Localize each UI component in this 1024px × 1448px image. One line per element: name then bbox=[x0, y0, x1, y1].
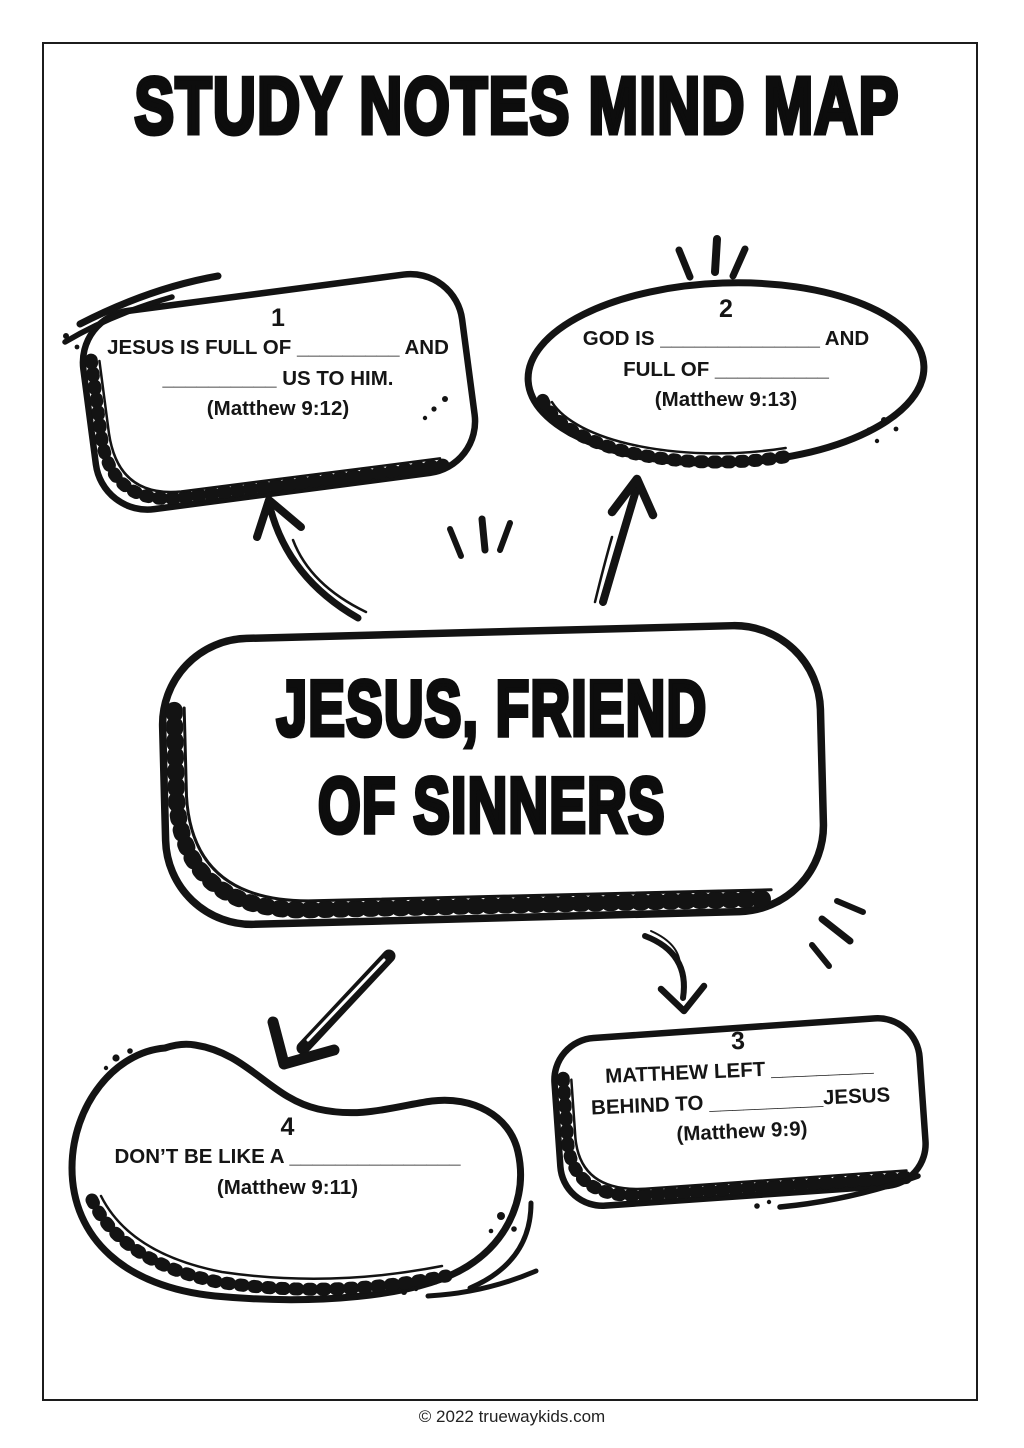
echo-line-node-1 bbox=[62, 294, 175, 345]
node-2-line: GOD IS ______________ AND bbox=[582, 327, 870, 350]
node-4-text: 4 DON’T BE LIKE A _______________ (Matth… bbox=[95, 1112, 480, 1203]
echo-arc-node-4 bbox=[467, 1200, 534, 1291]
decorative-dots-node-1 bbox=[63, 333, 448, 421]
arrow-to-node-4 bbox=[267, 949, 396, 1070]
node-4-reference: (Matthew 9:11) bbox=[216, 1175, 359, 1199]
page-border-frame bbox=[42, 42, 978, 1401]
node-1-bubble bbox=[79, 270, 479, 513]
node-4-number: 4 bbox=[280, 1113, 295, 1141]
decorative-dots-node-4 bbox=[103, 1048, 517, 1295]
node-2-number: 2 bbox=[719, 295, 733, 323]
node-2-bubble bbox=[524, 279, 928, 469]
arrow-to-node-3 bbox=[642, 930, 708, 1015]
node-1-reference: (Matthew 9:12) bbox=[206, 397, 350, 420]
node-4-hatch bbox=[85, 1193, 453, 1296]
center-topic-text: JESUS, FRIEND OF SINNERS bbox=[182, 660, 802, 854]
node-1-text: 1 JESUS IS FULL OF _________ AND _______… bbox=[85, 303, 471, 425]
underline-swoosh-node-3 bbox=[777, 1173, 921, 1210]
node-2-reference: (Matthew 9:13) bbox=[654, 388, 798, 411]
center-topic-line: OF SINNERS bbox=[316, 759, 666, 852]
arrow-to-node-2 bbox=[593, 474, 658, 606]
node-3-bubble bbox=[551, 1015, 929, 1209]
underline-swoosh-node-4 bbox=[425, 1268, 539, 1299]
center-bubble bbox=[158, 621, 828, 929]
node-4-line: DON’T BE LIKE A _______________ bbox=[114, 1145, 461, 1168]
sparkle-marks-center-top bbox=[447, 515, 513, 559]
node-4-hatch-inner-line bbox=[99, 1194, 444, 1280]
node-1-line: __________ US TO HIM. bbox=[162, 366, 394, 390]
arrow-to-node-1 bbox=[253, 496, 368, 622]
sparkle-marks-node-2 bbox=[675, 235, 749, 281]
node-3-text: 3 MATTHEW LEFT _________ BEHIND TO _____… bbox=[556, 1018, 925, 1155]
node-2-hatch bbox=[536, 393, 798, 469]
node-2-line: FULL OF __________ bbox=[623, 357, 829, 381]
sparkle-marks-center-right bbox=[809, 898, 866, 969]
page-title-text: STUDY NOTES MIND MAP bbox=[133, 61, 900, 150]
node-1-hatch bbox=[84, 353, 450, 505]
page-title: STUDY NOTES MIND MAP bbox=[0, 61, 1024, 150]
node-1-number: 1 bbox=[271, 304, 285, 332]
node-2-text: 2 GOD IS ______________ AND FULL OF ____… bbox=[540, 294, 912, 416]
node-4-bubble bbox=[68, 1040, 524, 1304]
center-topic-line: JESUS, FRIEND bbox=[275, 662, 708, 755]
center-bubble-hatch bbox=[165, 701, 782, 919]
node-1-line: JESUS IS FULL OF _________ AND bbox=[107, 336, 449, 359]
echo-line-node-1 bbox=[76, 272, 222, 328]
decorative-dots-node-2 bbox=[866, 417, 899, 444]
decorative-dots-node-3 bbox=[754, 1199, 772, 1209]
copyright-footer: © 2022 truewaykids.com bbox=[418, 1407, 606, 1426]
node-3-hatch bbox=[556, 1071, 917, 1202]
